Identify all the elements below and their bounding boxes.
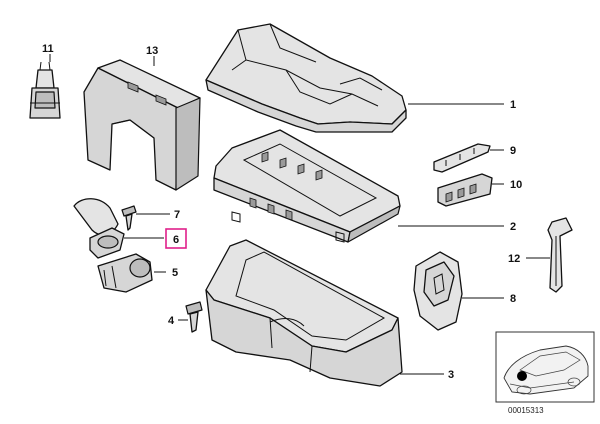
part-5-intake <box>97 253 153 293</box>
part-6-hose-clamp <box>73 198 125 259</box>
reference-code: 00015313 <box>508 406 544 415</box>
callout-3: 3 <box>448 369 454 381</box>
part-1-housing-lid <box>205 23 407 133</box>
callout-labels: 1 2 3 4 5 6 7 8 9 10 11 12 13 <box>42 43 522 381</box>
location-marker <box>517 371 527 381</box>
part-11-connector <box>29 61 61 119</box>
part-3-housing-lower <box>205 239 403 387</box>
part-2-filter-frame <box>213 129 401 243</box>
part-7-screw <box>121 205 137 231</box>
callout-10: 10 <box>510 179 522 191</box>
part-12-strap <box>547 217 573 293</box>
callout-4: 4 <box>168 315 175 327</box>
callout-12: 12 <box>508 253 520 265</box>
part-8-resonator <box>413 251 463 331</box>
callout-1: 1 <box>510 99 516 111</box>
part-13-bracket <box>83 59 201 191</box>
callout-7: 7 <box>174 209 180 221</box>
part-10-connector-strip <box>437 173 493 207</box>
callout-13: 13 <box>146 45 158 57</box>
callout-11: 11 <box>42 43 54 55</box>
callout-2: 2 <box>510 221 516 233</box>
callout-9: 9 <box>510 145 516 157</box>
leader-lines <box>49 54 550 375</box>
part-9-clip <box>433 143 491 173</box>
callout-8: 8 <box>510 293 516 305</box>
callout-6: 6 <box>173 234 179 246</box>
callout-6-highlight-box <box>165 228 187 249</box>
part-4-bolt <box>185 301 203 333</box>
callout-5: 5 <box>172 267 178 279</box>
vehicle-location-inset <box>495 331 595 403</box>
